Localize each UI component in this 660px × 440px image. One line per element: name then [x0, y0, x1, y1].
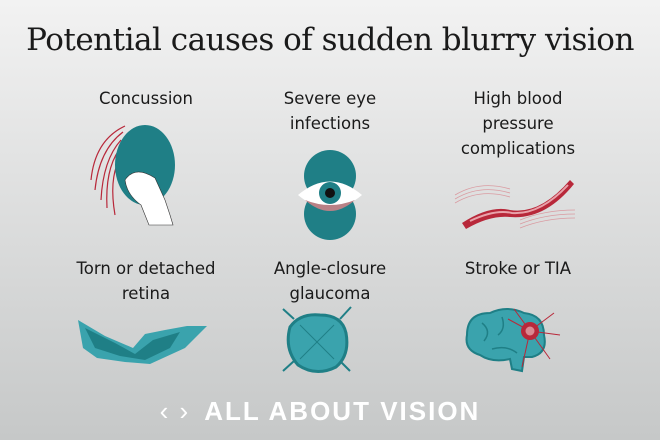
brand-logo: ‹ › ALL ABOUT VISION — [150, 396, 490, 427]
pressure-eye-icon — [282, 306, 352, 373]
cause-label-blood-pressure: High blood pressure complications — [460, 89, 576, 158]
retina-icon — [78, 320, 207, 364]
eye-icon — [298, 150, 362, 240]
cause-label-stroke: Stroke or TIA — [464, 259, 572, 278]
cause-label-glaucoma: Angle-closure glaucoma — [273, 259, 387, 303]
cause-label-eye-infections: Severe eye infections — [283, 89, 377, 133]
blood-vessel-icon — [454, 180, 576, 229]
page-title: Potential causes of sudden blurry vision — [26, 22, 634, 58]
cause-label-retina: Torn or detached retina — [76, 259, 216, 303]
logo-mark: ‹ › — [159, 396, 191, 426]
head-hand-icon — [90, 125, 175, 226]
cause-label-concussion: Concussion — [99, 89, 193, 108]
logo-text: ALL ABOUT VISION — [204, 396, 481, 426]
brain-icon — [465, 308, 561, 373]
